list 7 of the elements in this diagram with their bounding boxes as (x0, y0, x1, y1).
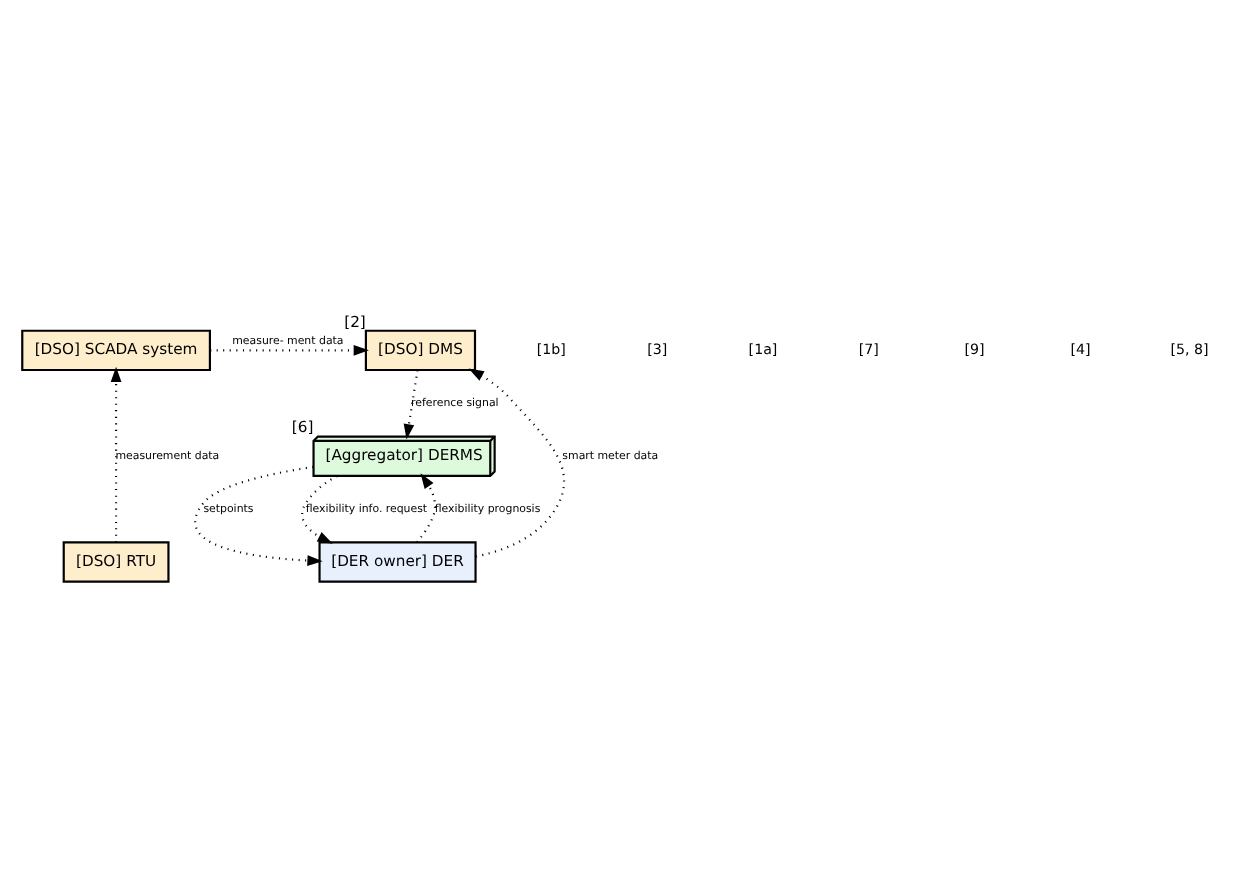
arrow (416, 473, 437, 543)
arrow (403, 370, 419, 440)
arrow (301, 475, 338, 544)
arrow (210, 345, 369, 356)
arrow (110, 366, 122, 543)
arrow (194, 465, 323, 566)
arrow (468, 368, 566, 558)
